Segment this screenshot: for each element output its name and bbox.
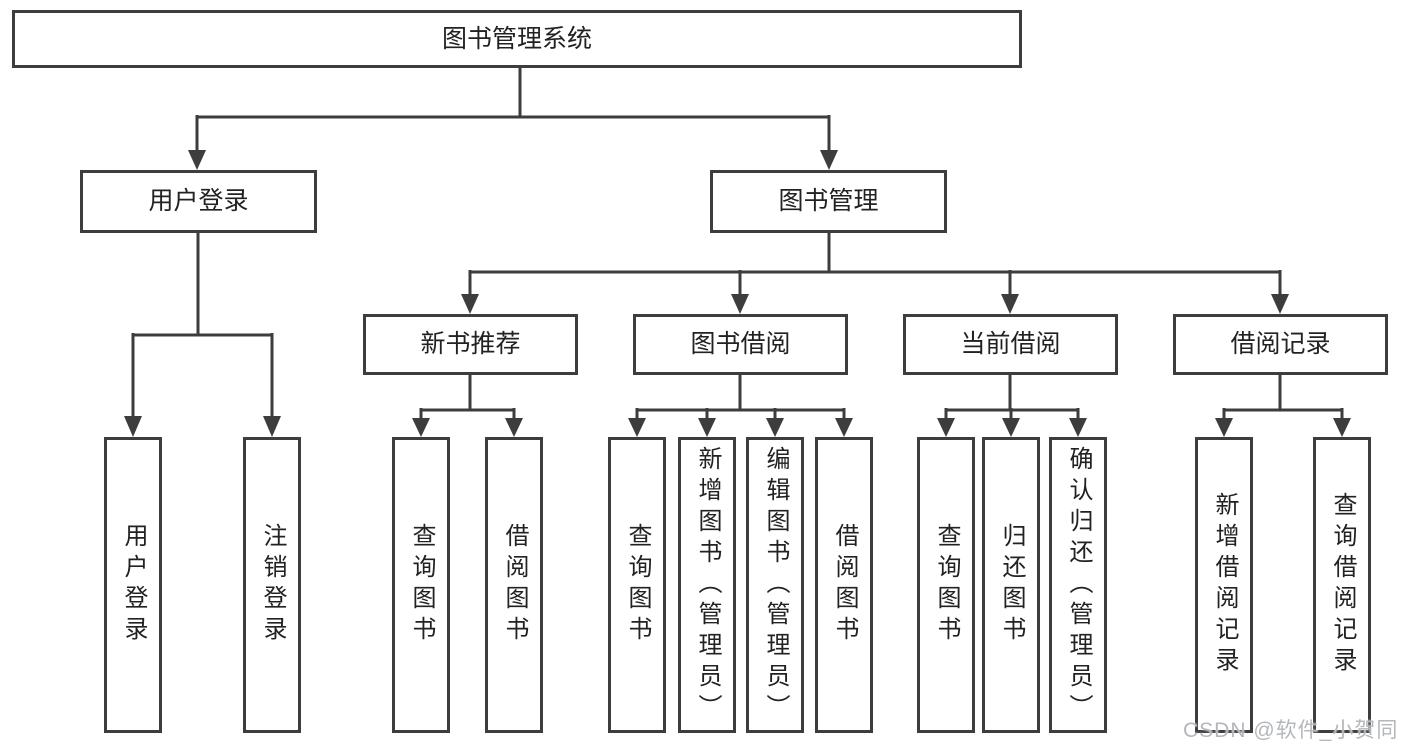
arrowhead bbox=[461, 294, 479, 314]
arrowhead bbox=[412, 418, 430, 437]
leaf-logout: 注销登录 bbox=[243, 437, 301, 733]
leaf-borrow-edit-book-admin: 编辑图书（管理员） bbox=[746, 437, 804, 733]
arrowhead bbox=[505, 418, 523, 437]
csdn-watermark: CSDN @软件_小贺同学 bbox=[1183, 719, 1399, 742]
leaf-user-login: 用户登录 bbox=[104, 437, 162, 733]
node-book-borrow: 图书借阅 bbox=[633, 314, 848, 375]
arrowhead bbox=[1271, 294, 1289, 314]
node-user-login: 用户登录 bbox=[80, 170, 317, 233]
arrowhead bbox=[820, 150, 838, 170]
leaf-borrow-add-book-admin: 新增图书（管理员） bbox=[678, 437, 736, 733]
arrowhead bbox=[1002, 418, 1020, 437]
arrowhead bbox=[1215, 418, 1233, 437]
arrowhead bbox=[1069, 418, 1087, 437]
arrowhead bbox=[835, 418, 853, 437]
leaf-current-return-book: 归还图书 bbox=[982, 437, 1040, 733]
arrowhead bbox=[731, 294, 749, 314]
node-book-management: 图书管理 bbox=[710, 170, 947, 233]
leaf-current-query-book: 查询图书 bbox=[917, 437, 975, 733]
leaf-borrow-borrow-book: 借阅图书 bbox=[815, 437, 873, 733]
leaf-record-query-record: 查询借阅记录 bbox=[1313, 437, 1371, 733]
node-library-management-system: 图书管理系统 bbox=[12, 10, 1022, 68]
leaf-recommend-borrow-book: 借阅图书 bbox=[485, 437, 543, 733]
arrowhead bbox=[124, 416, 142, 437]
leaf-current-confirm-return-admin: 确认归还（管理员） bbox=[1049, 437, 1107, 733]
node-borrow-record: 借阅记录 bbox=[1173, 314, 1388, 375]
arrowhead bbox=[937, 418, 955, 437]
arrowhead bbox=[766, 418, 784, 437]
arrowhead bbox=[188, 150, 206, 170]
arrowhead bbox=[263, 416, 281, 437]
leaf-recommend-query-book: 查询图书 bbox=[392, 437, 450, 733]
arrowhead bbox=[698, 418, 716, 437]
node-new-book-recommend: 新书推荐 bbox=[363, 314, 578, 375]
arrowhead bbox=[1333, 418, 1351, 437]
leaf-borrow-query-book: 查询图书 bbox=[608, 437, 666, 733]
node-current-borrow: 当前借阅 bbox=[903, 314, 1118, 375]
leaf-record-add-record: 新增借阅记录 bbox=[1195, 437, 1253, 733]
arrowhead bbox=[628, 418, 646, 437]
arrowhead bbox=[1001, 294, 1019, 314]
